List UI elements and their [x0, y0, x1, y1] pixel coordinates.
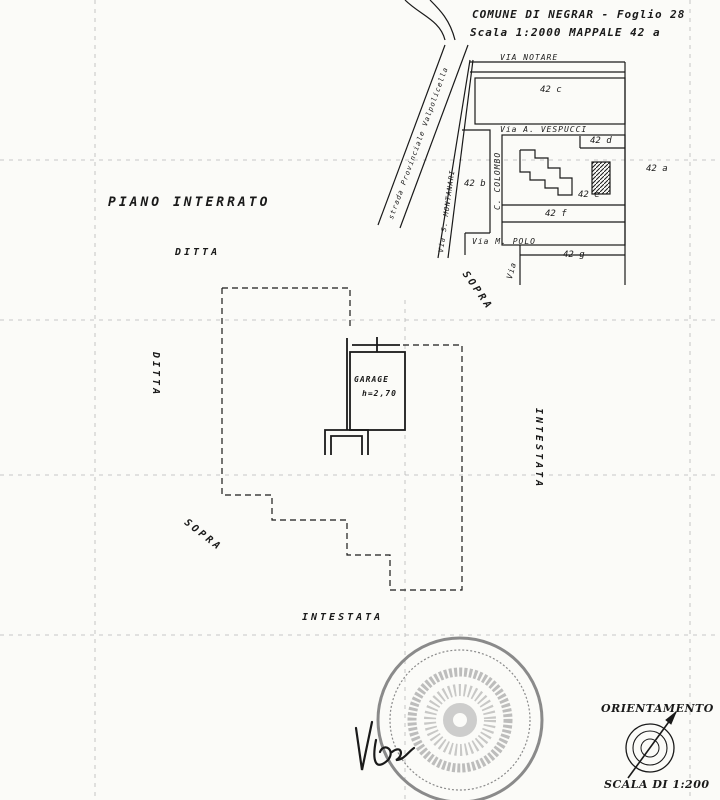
floor-outline — [221, 287, 463, 591]
parcel-42g: 42 g — [563, 250, 585, 260]
parcel-42e: 42 e — [578, 190, 600, 200]
parcel-42c: 42 c — [540, 85, 562, 95]
street-label-polo: Via M. POLO — [472, 237, 536, 246]
header-line-2: Scala 1:2000 MAPPALE 42 a — [470, 26, 661, 39]
north-arrow — [625, 711, 677, 779]
official-stamp — [376, 636, 544, 800]
street-label-notare: VIA NOTARE — [500, 53, 559, 62]
room-height: h=2,70 — [362, 389, 397, 398]
header-line-1: COMUNE DI NEGRAR - Foglio 28 — [472, 8, 686, 21]
street-label-vespucci: Via A. VESPUCCI — [500, 125, 588, 134]
orientation-label: ORIENTAMENTO — [601, 702, 714, 715]
label-ditta-left: DITTA — [150, 352, 161, 398]
label-intestata-bottom: INTESTATA — [302, 612, 384, 623]
parcel-42f: 42 f — [545, 209, 567, 219]
street-label-colombo: C. COLOMBO — [493, 151, 502, 210]
parcel-42a: 42 a — [646, 164, 668, 174]
room-name: GARAGE — [354, 375, 389, 384]
garage-walls — [324, 337, 406, 455]
location-map — [377, 0, 626, 285]
signature — [354, 720, 416, 771]
scale-label: SCALA DI 1:200 — [604, 778, 710, 791]
label-ditta-top: DITTA — [175, 247, 221, 258]
parcel-42b: 42 b — [464, 179, 486, 189]
label-intestata-right: INTESTATA — [533, 408, 544, 490]
floor-title: PIANO INTERRATO — [108, 195, 271, 210]
parcel-42d: 42 d — [590, 136, 612, 146]
